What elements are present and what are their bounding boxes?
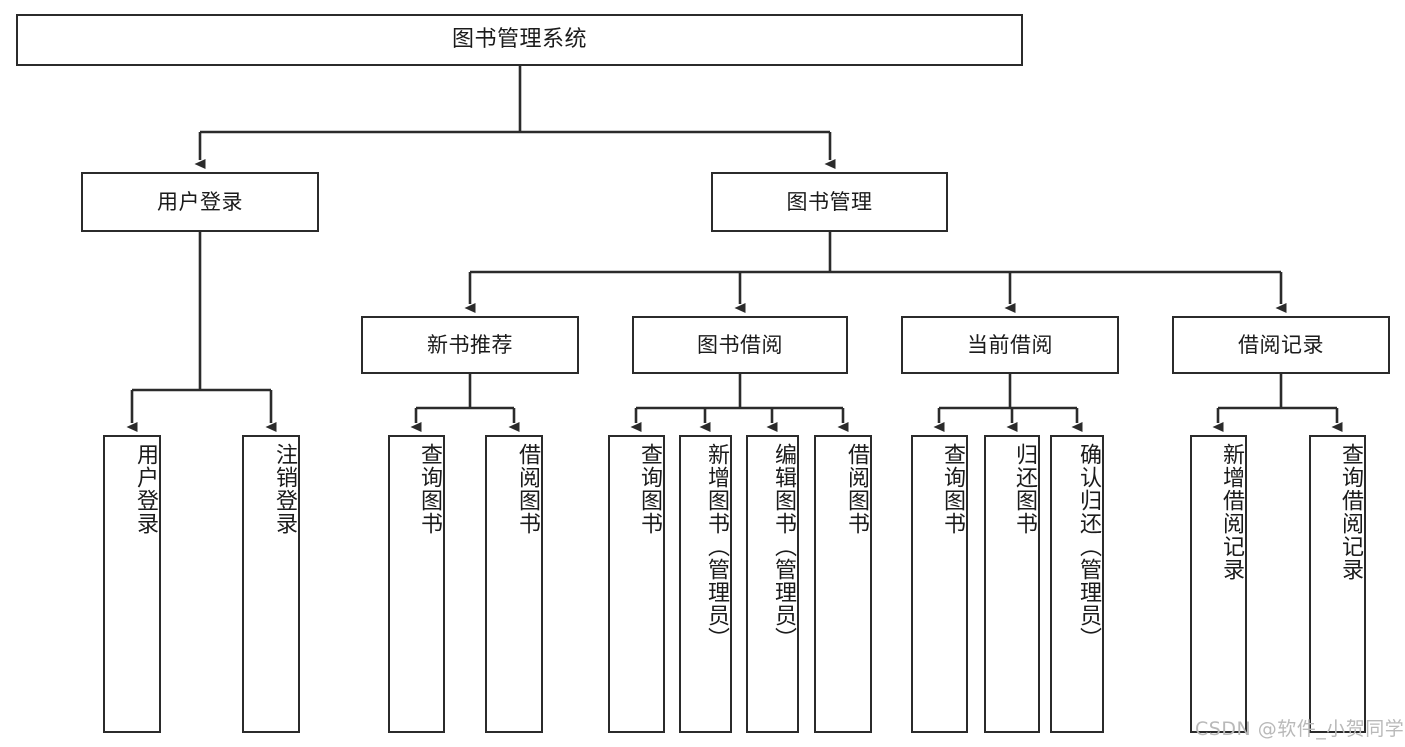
leaf-confirm-return-admin[interactable]: 确认归还（管理员） (1050, 435, 1104, 733)
leaf-logout-login[interactable]: 注销登录 (242, 435, 300, 733)
node-root-system[interactable]: 图书管理系统 (16, 14, 1023, 66)
node-label: 图书管理 (786, 189, 873, 214)
csdn-watermark: CSDN @软件_小贺同学 (1195, 718, 1405, 740)
node-label: 当前借阅 (967, 332, 1053, 357)
leaf-add-book-admin[interactable]: 新增图书（管理员） (679, 435, 732, 733)
node-new-book-recommend[interactable]: 新书推荐 (361, 316, 579, 374)
node-label: 查询借阅记录 (1338, 443, 1363, 581)
leaf-add-borrow-record[interactable]: 新增借阅记录 (1190, 435, 1247, 733)
node-user-login[interactable]: 用户登录 (81, 172, 319, 232)
node-label: 确认归还（管理员） (1076, 443, 1101, 650)
node-label: 借阅记录 (1238, 332, 1324, 357)
node-label: 注销登录 (272, 443, 297, 535)
node-label: 用户登录 (157, 189, 243, 214)
leaf-user-login[interactable]: 用户登录 (103, 435, 161, 733)
node-label: 编辑图书（管理员） (771, 443, 796, 650)
leaf-return-book[interactable]: 归还图书 (984, 435, 1040, 733)
node-label: 借阅图书 (515, 443, 540, 535)
node-book-borrow[interactable]: 图书借阅 (632, 316, 848, 374)
node-label: 新增图书（管理员） (704, 443, 729, 650)
leaf-query-borrow-record[interactable]: 查询借阅记录 (1309, 435, 1366, 733)
node-label: 借阅图书 (844, 443, 869, 535)
node-label: 用户登录 (133, 443, 158, 535)
node-label: 新增借阅记录 (1219, 443, 1244, 581)
node-borrow-record[interactable]: 借阅记录 (1172, 316, 1390, 374)
node-label: 归还图书 (1012, 443, 1037, 535)
leaf-query-book-borrow[interactable]: 查询图书 (608, 435, 665, 733)
node-book-management[interactable]: 图书管理 (711, 172, 948, 232)
node-current-borrow[interactable]: 当前借阅 (901, 316, 1119, 374)
node-label: 新书推荐 (427, 332, 513, 357)
leaf-borrow-book[interactable]: 借阅图书 (814, 435, 872, 733)
node-label: 查询图书 (940, 443, 965, 535)
node-label: 图书管理系统 (451, 27, 587, 53)
leaf-query-book-current[interactable]: 查询图书 (911, 435, 968, 733)
leaf-query-book-recommend[interactable]: 查询图书 (388, 435, 445, 733)
node-label: 查询图书 (637, 443, 662, 535)
leaf-borrow-book-recommend[interactable]: 借阅图书 (485, 435, 543, 733)
node-label: 查询图书 (417, 443, 442, 535)
node-label: 图书借阅 (697, 332, 783, 357)
leaf-edit-book-admin[interactable]: 编辑图书（管理员） (746, 435, 799, 733)
